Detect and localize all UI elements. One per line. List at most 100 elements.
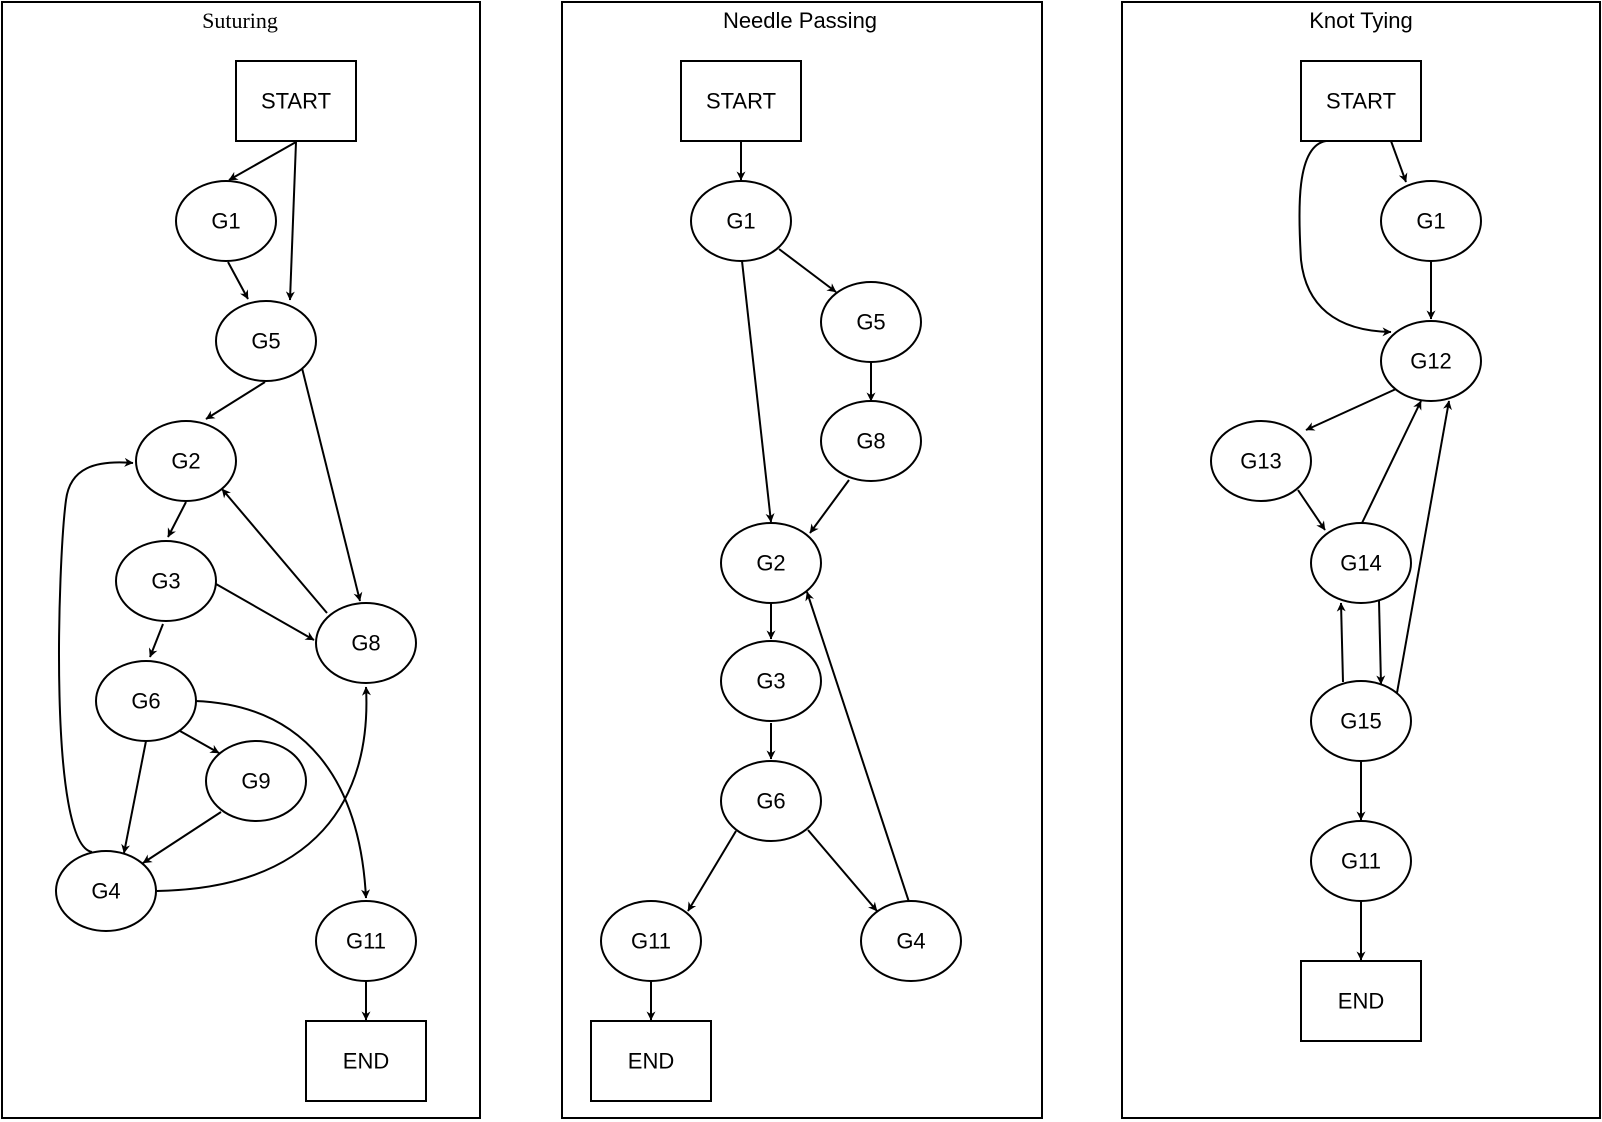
edge-g3-g8 — [215, 583, 315, 641]
node-ellipse — [1310, 820, 1412, 902]
needle-passing-title: Needle Passing — [723, 8, 877, 33]
knot-tying-node-start: START — [1300, 60, 1422, 142]
suturing-node-g11: G11 — [315, 900, 417, 982]
edge-start-g12 — [1298, 140, 1392, 337]
suturing-node-g3: G3 — [115, 540, 217, 622]
needle-passing-node-g2: G2 — [720, 522, 822, 604]
node-label: G3 — [151, 569, 180, 594]
edge-g4-g2 — [805, 591, 910, 903]
node-label: G6 — [131, 689, 160, 714]
needle-passing-node-g8: G8 — [820, 400, 922, 482]
node-ellipse — [215, 300, 317, 382]
suturing-node-g5: G5 — [215, 300, 317, 382]
node-label: G11 — [346, 929, 386, 954]
suturing-edges — [58, 141, 371, 1021]
edge-g5-g2 — [205, 381, 266, 420]
node-label: G9 — [241, 769, 270, 794]
node-ellipse — [55, 850, 157, 932]
node-ellipse — [820, 400, 922, 482]
node-ellipse — [820, 281, 922, 363]
end-box — [305, 1020, 427, 1102]
end-box — [1300, 960, 1422, 1042]
node-ellipse — [1310, 522, 1412, 604]
node-ellipse — [315, 900, 417, 982]
node-ellipse — [600, 900, 702, 982]
end-box — [590, 1020, 712, 1102]
edge-g14-g12 — [1361, 400, 1422, 524]
start-box — [1300, 60, 1422, 142]
suturing-node-end: END — [305, 1020, 427, 1102]
knot-tying-node-g1: G1 — [1380, 180, 1482, 262]
node-ellipse — [115, 540, 217, 622]
node-label: G13 — [1240, 449, 1282, 474]
edge-g5-g8 — [301, 367, 363, 602]
suturing-node-start: START — [235, 60, 357, 142]
needle-passing-node-end: END — [590, 1020, 712, 1102]
knot-tying-node-g14: G14 — [1310, 522, 1412, 604]
suturing-title: Suturing — [202, 8, 278, 33]
edge-g6-g4 — [807, 829, 878, 912]
suturing-node-g2: G2 — [135, 420, 237, 502]
node-label: G12 — [1410, 349, 1452, 374]
node-ellipse — [690, 180, 792, 262]
node-ellipse — [720, 640, 822, 722]
edge-g15-g12 — [1394, 400, 1452, 705]
edge-start-g5 — [285, 141, 297, 301]
start-box — [235, 60, 357, 142]
node-label: END — [628, 1049, 674, 1074]
node-label: G5 — [856, 310, 885, 335]
edge-g1-g2 — [741, 260, 775, 523]
node-label: G14 — [1340, 551, 1382, 576]
node-ellipse — [135, 420, 237, 502]
node-ellipse — [1380, 180, 1482, 262]
suturing-node-g8: G8 — [315, 602, 417, 684]
needle-passing-node-g5: G5 — [820, 281, 922, 363]
node-label: START — [261, 89, 331, 114]
edge-g8-g2 — [221, 488, 328, 614]
node-ellipse — [175, 180, 277, 262]
knot-tying-node-g12: G12 — [1380, 320, 1482, 402]
needle-passing-node-g3: G3 — [720, 640, 822, 722]
node-label: G1 — [1416, 209, 1445, 234]
node-ellipse — [860, 900, 962, 982]
node-label: G5 — [251, 329, 280, 354]
needle-passing-node-g6: G6 — [720, 760, 822, 842]
edge-g6-g4 — [121, 740, 147, 854]
needle-passing-node-start: START — [680, 60, 802, 142]
edge-g4-g2 — [58, 457, 134, 853]
needle-passing-panel: Needle Passing START G1 G5 — [561, 1, 1043, 1119]
node-label: G4 — [91, 879, 120, 904]
suturing-node-g9: G9 — [205, 740, 307, 822]
node-label: G15 — [1340, 709, 1382, 734]
edge-g12-g13 — [1305, 388, 1397, 431]
node-ellipse — [720, 522, 822, 604]
node-label: END — [343, 1049, 389, 1074]
edge-g13-g14 — [1297, 489, 1326, 531]
node-label: G4 — [896, 929, 925, 954]
edge-g14-g15 — [1376, 600, 1386, 685]
node-ellipse — [1380, 320, 1482, 402]
node-ellipse — [205, 740, 307, 822]
edge-start-g1 — [1390, 140, 1408, 183]
knot-tying-panel: Knot Tying START G1 G12 — [1121, 1, 1601, 1119]
edge-g9-g4 — [142, 811, 222, 864]
node-label: G3 — [756, 669, 785, 694]
edge-g8-g2 — [809, 479, 850, 534]
edge-start-g1 — [228, 141, 297, 181]
knot-tying-edges — [1297, 140, 1452, 961]
edge-g6-g11 — [194, 700, 371, 899]
edge-g1-g5 — [227, 261, 249, 300]
suturing-node-g4: G4 — [55, 850, 157, 932]
edge-g3-g6 — [148, 623, 164, 658]
node-label: START — [706, 89, 776, 114]
needle-passing-node-g11: G11 — [600, 900, 702, 982]
needle-passing-node-g1: G1 — [690, 180, 792, 262]
suturing-node-g6: G6 — [95, 660, 197, 742]
node-label: G11 — [1341, 849, 1381, 874]
node-label: END — [1338, 989, 1384, 1014]
knot-tying-node-g15: G15 — [1310, 680, 1412, 762]
knot-tying-node-g11: G11 — [1310, 820, 1412, 902]
suturing-node-g1: G1 — [175, 180, 277, 262]
knot-tying-node-end: END — [1300, 960, 1422, 1042]
